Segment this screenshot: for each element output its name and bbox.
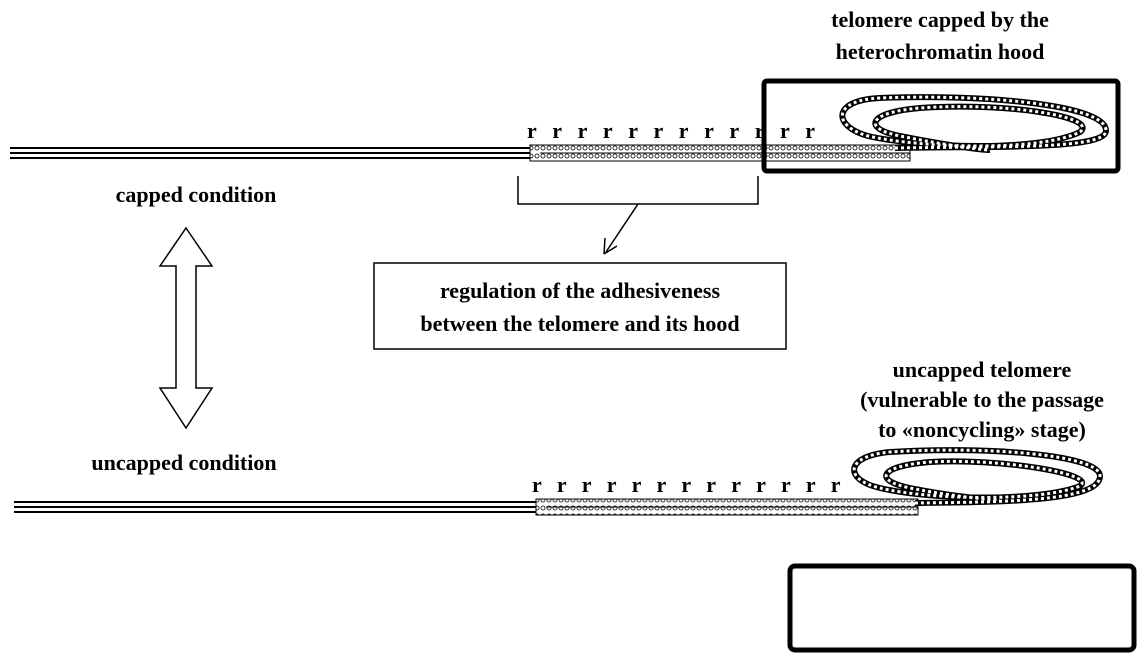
capped-title-line1: telomere capped by the [831,7,1049,32]
repeat-letter: r [731,472,741,497]
repeat-letter: r [681,472,691,497]
repeat-letter: r [704,118,714,143]
uncapped-hood-loop [851,447,1104,506]
bracket-arrow-icon [603,237,618,255]
repeat-letter: r [756,472,766,497]
repeat-letter: r [532,472,542,497]
repeat-letter: r [578,118,588,143]
regulation-line2: between the telomere and its hood [420,311,739,336]
uncapped-title-line3: to «noncycling» stage) [878,417,1086,442]
repeat-letter: r [654,118,664,143]
double-arrow-icon [158,226,214,430]
uncapped-title: uncapped telomere (vulnerable to the pas… [860,357,1104,442]
capped-title-line2: heterochromatin hood [836,39,1045,64]
repeat-letter: r [780,118,790,143]
repeat-letter: r [582,472,592,497]
repeat-letter: r [706,472,716,497]
regulation-line1: regulation of the adhesiveness [440,278,721,303]
repeat-bracket [517,176,759,255]
repeat-letter: r [781,472,791,497]
repeat-letter: r [806,472,816,497]
repeat-letter: r [657,472,667,497]
uncapped-condition-label: uncapped condition [91,450,276,475]
repeat-letter: r [552,118,562,143]
repeat-letter: r [755,118,765,143]
repeat-letter: r [603,118,613,143]
repeat-letter: r [527,118,537,143]
repeat-letter: r [632,472,642,497]
capped-condition-label: capped condition [116,182,277,207]
repeat-letter: r [557,472,567,497]
repeat-letter: r [831,472,841,497]
uncapped-title-line2: (vulnerable to the passage [860,387,1104,412]
capped-hood-loop [839,94,1109,153]
regulation-box: regulation of the adhesiveness between t… [373,262,787,350]
uncapped-chromosome [14,498,919,516]
capped-telomere-box [761,78,1121,174]
repeat-letter: r [805,118,815,143]
uncapped-title-line1: uncapped telomere [893,357,1072,382]
repeat-letter: r [679,118,689,143]
capped-chromosome [10,144,911,162]
repeat-letter: r [628,118,638,143]
empty-box [787,563,1137,653]
repeat-letter: r [729,118,739,143]
repeat-letter: r [607,472,617,497]
